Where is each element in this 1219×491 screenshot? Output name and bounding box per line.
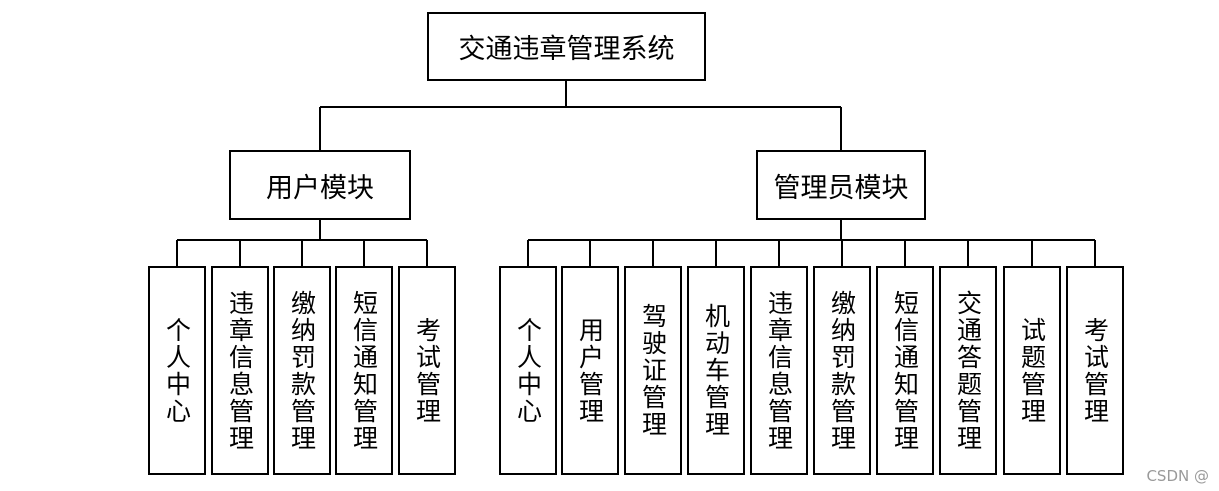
admin-leaf-label: 交通答题管理 (953, 289, 983, 452)
admin-leaf-node: 试题管理 (1003, 266, 1061, 475)
user-leaf-node: 短信通知管理 (335, 266, 393, 475)
user-leaf-node: 考试管理 (398, 266, 456, 475)
user-leaf-label: 违章信息管理 (225, 289, 255, 452)
admin-leaf-node: 用户管理 (561, 266, 619, 475)
user-leaf-label: 考试管理 (412, 316, 442, 425)
admin-leaf-label: 用户管理 (575, 316, 605, 425)
admin-leaf-node: 考试管理 (1066, 266, 1124, 475)
user-leaf-label: 短信通知管理 (349, 289, 379, 452)
user-leaf-node: 缴纳罚款管理 (273, 266, 331, 475)
root-node-label: 交通违章管理系统 (458, 34, 675, 65)
watermark: CSDN @ (1146, 467, 1209, 485)
admin-leaf-node: 机动车管理 (687, 266, 745, 475)
admin-leaf-label: 驾驶证管理 (638, 303, 668, 438)
admin-leaf-label: 机动车管理 (701, 303, 731, 438)
admin-leaf-label: 违章信息管理 (764, 289, 794, 452)
user-leaf-label: 缴纳罚款管理 (287, 289, 317, 452)
user-leaf-label: 个人中心 (162, 316, 192, 425)
user-module-label: 用户模块 (266, 172, 374, 204)
admin-module-node: 管理员模块 (756, 150, 926, 220)
admin-leaf-label: 试题管理 (1017, 316, 1047, 425)
admin-leaf-node: 短信通知管理 (876, 266, 934, 475)
admin-leaf-label: 考试管理 (1080, 316, 1110, 425)
admin-leaf-label: 缴纳罚款管理 (827, 289, 857, 452)
admin-leaf-node: 缴纳罚款管理 (813, 266, 871, 475)
admin-leaf-node: 交通答题管理 (939, 266, 997, 475)
admin-leaf-node: 违章信息管理 (750, 266, 808, 475)
admin-leaf-label: 短信通知管理 (890, 289, 920, 452)
admin-module-label: 管理员模块 (773, 172, 909, 204)
root-node: 交通违章管理系统 (427, 12, 706, 81)
user-module-node: 用户模块 (229, 150, 411, 220)
user-leaf-node: 违章信息管理 (211, 266, 269, 475)
admin-leaf-label: 个人中心 (513, 316, 543, 425)
user-leaf-node: 个人中心 (148, 266, 206, 475)
admin-leaf-node: 个人中心 (499, 266, 557, 475)
admin-leaf-node: 驾驶证管理 (624, 266, 682, 475)
